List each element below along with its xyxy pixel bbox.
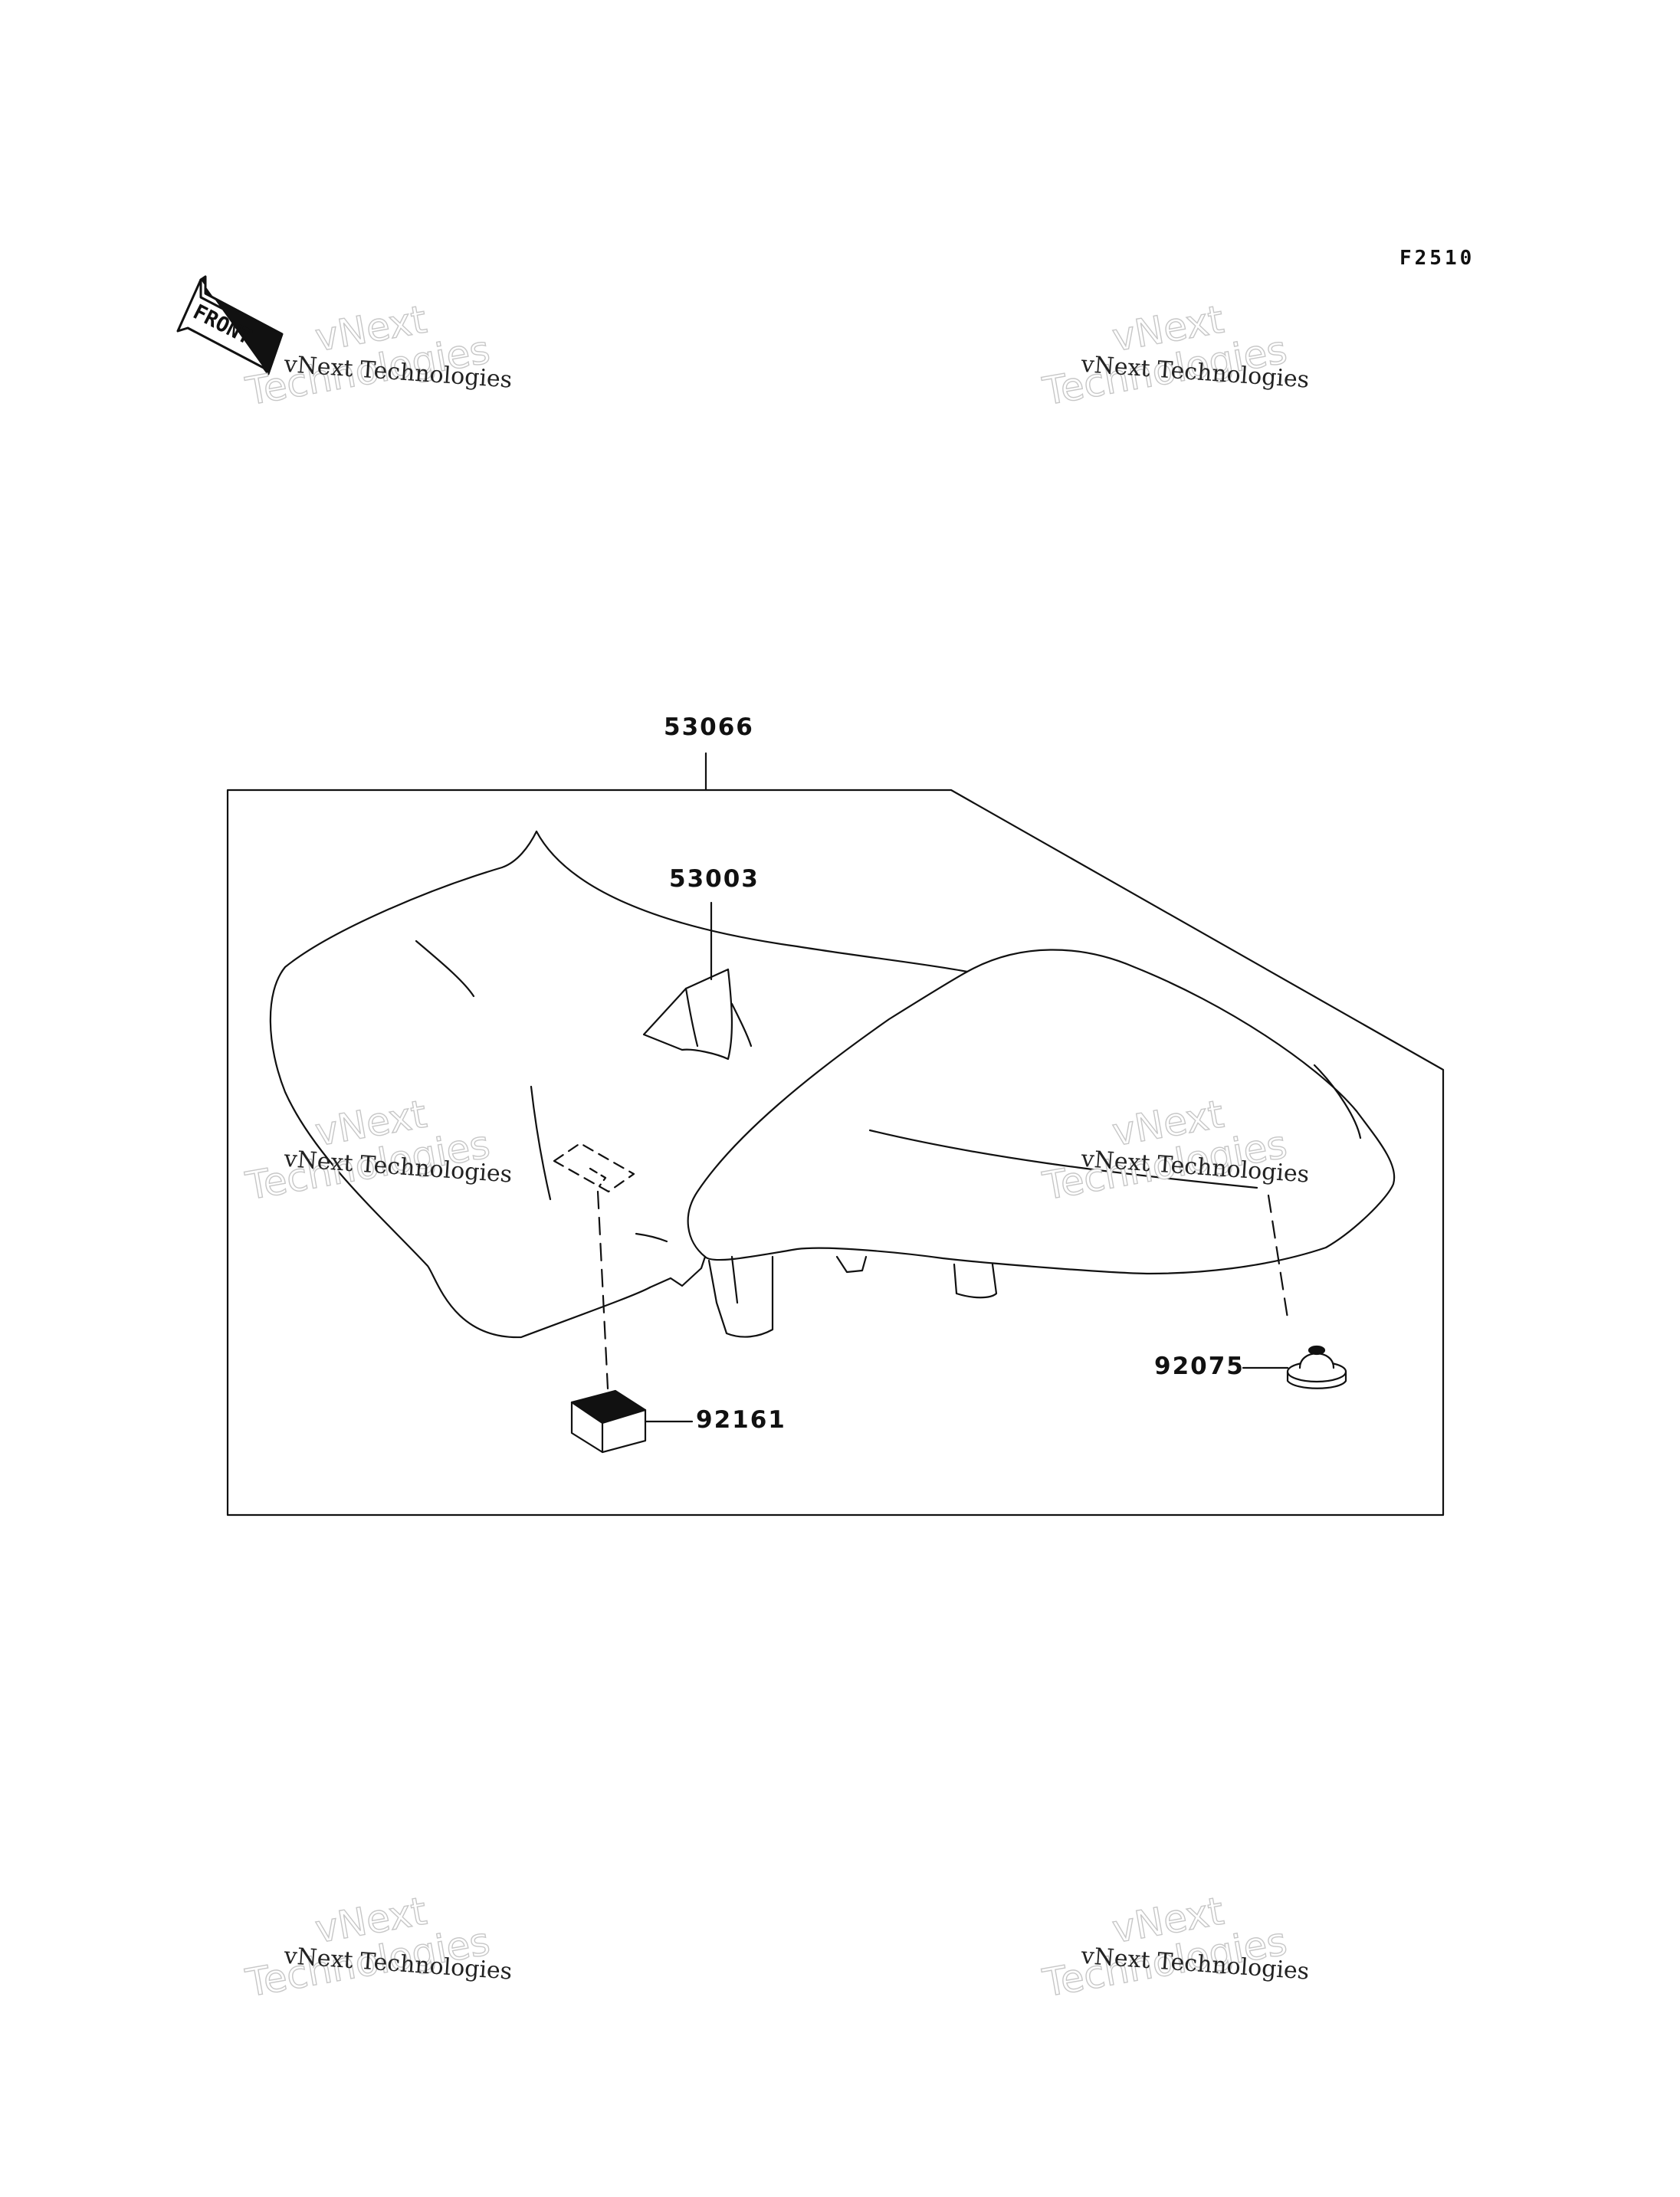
part-number-92075[interactable]: 92075 [1154,1353,1245,1380]
part-number-92161[interactable]: 92161 [696,1406,786,1434]
diagram-code: F2510 [1399,247,1475,270]
damper-block [570,1389,647,1454]
seat-mount-front [648,1255,707,1289]
damper-placement-outline [553,1142,635,1193]
front-arrow-icon: FRONT [176,275,284,375]
grommet-dash-line [1267,1194,1289,1320]
seat-mount-rear [953,1263,998,1299]
assembly-frame [226,789,1445,1517]
seat-mount-mid [835,1255,868,1274]
grommet-part [1286,1345,1347,1389]
part-number-53066[interactable]: 53066 [664,713,754,741]
part-number-53003[interactable]: 53003 [669,865,760,893]
seat-rider-outline [269,830,651,1339]
seat-cover-tag [642,968,733,1061]
damper-dash-line [596,1190,609,1390]
seat-pillion-outline [687,949,1396,1275]
